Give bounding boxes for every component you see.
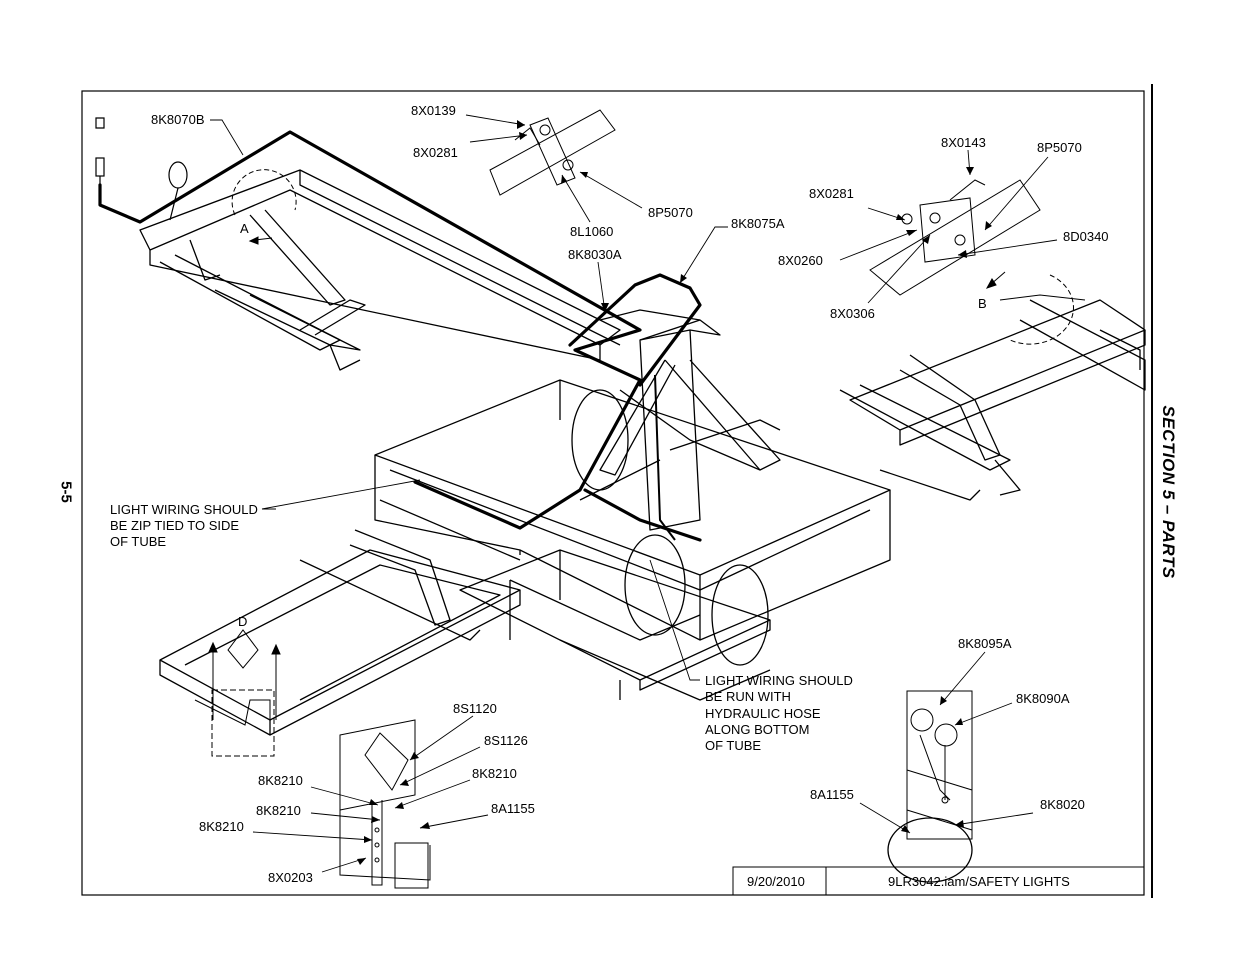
- callout-8p5070-top: 8P5070: [648, 205, 693, 220]
- note-zip-tie-line-2: BE ZIP TIED TO SIDE: [110, 518, 239, 533]
- detail-label-d: D: [238, 614, 247, 629]
- inset-lights: [906, 690, 973, 840]
- title-block: 9/20/2010 9LR3042.iam/SAFETY LIGHTS: [732, 866, 1145, 896]
- callout-8x0139: 8X0139: [411, 103, 456, 118]
- callout-8x0281-right: 8X0281: [809, 186, 854, 201]
- detail-b: B: [978, 271, 1086, 345]
- note-hydraulic-line-2: BE RUN WITH: [705, 689, 791, 704]
- callout-8k8210-d: 8K8210: [199, 819, 244, 834]
- note-zip-tie-line-1: LIGHT WIRING SHOULD: [110, 502, 258, 517]
- leader-arrowheads: [357, 120, 992, 865]
- detail-a: A: [231, 169, 297, 245]
- callout-8k8210-c: 8K8210: [256, 803, 301, 818]
- callout-8x0281-top: 8X0281: [413, 145, 458, 160]
- inset-smv-emblem: [339, 719, 431, 889]
- inset-upper-bracket: [489, 109, 616, 196]
- callout-8x0203: 8X0203: [268, 870, 313, 885]
- inset-right-bracket: [869, 179, 1041, 296]
- callout-8k8020: 8K8020: [1040, 797, 1085, 812]
- callout-8k8070b: 8K8070B: [151, 112, 205, 127]
- callout-8k8090a: 8K8090A: [1016, 691, 1070, 706]
- page-number: 5-5: [57, 481, 75, 503]
- leader-lines: [210, 114, 1058, 873]
- callout-8k8030a: 8K8030A: [568, 247, 622, 262]
- drawing-border: [81, 90, 1145, 896]
- note-hydraulic-line-4: ALONG BOTTOM: [705, 722, 810, 737]
- title-block-date: 9/20/2010: [747, 874, 805, 889]
- light-connector: [95, 117, 188, 221]
- detail-d: D: [194, 614, 281, 757]
- callout-8x0143: 8X0143: [941, 135, 986, 150]
- section-title: SECTION 5 – PARTS: [1159, 405, 1178, 579]
- part-callouts: 8K8070B 8X0139 8X0281 8L1060 8P5070 8K80…: [151, 103, 1109, 885]
- callout-8x0260: 8X0260: [778, 253, 823, 268]
- callout-8k8210-a: 8K8210: [472, 766, 517, 781]
- callout-8p5070-right: 8P5070: [1037, 140, 1082, 155]
- callout-8k8210-b: 8K8210: [258, 773, 303, 788]
- wiring-harness: [98, 130, 702, 542]
- callout-8a1155-left: 8A1155: [491, 801, 535, 816]
- detail-label-b: B: [978, 296, 987, 311]
- note-zip-tie: LIGHT WIRING SHOULD BE ZIP TIED TO SIDE …: [110, 502, 258, 549]
- title-block-drawing: 9LR3042.iam/SAFETY LIGHTS: [888, 874, 1070, 889]
- note-hydraulic: LIGHT WIRING SHOULD BE RUN WITH HYDRAULI…: [705, 673, 853, 753]
- callout-8a1155-right: 8A1155: [810, 787, 854, 802]
- hydraulic-hose: [654, 374, 676, 541]
- callout-8x0306: 8X0306: [830, 306, 875, 321]
- note-hydraulic-line-1: LIGHT WIRING SHOULD: [705, 673, 853, 688]
- note-hydraulic-line-3: HYDRAULIC HOSE: [705, 706, 821, 721]
- callout-8d0340: 8D0340: [1063, 229, 1109, 244]
- callout-8l1060: 8L1060: [570, 224, 613, 239]
- callout-8s1120: 8S1120: [453, 701, 497, 716]
- implement-frame: [139, 169, 1146, 883]
- detail-label-a: A: [240, 221, 249, 236]
- callout-8k8095a: 8K8095A: [958, 636, 1012, 651]
- note-zip-tie-line-3: OF TUBE: [110, 534, 166, 549]
- callout-8s1126: 8S1126: [484, 733, 528, 748]
- callout-8k8075a: 8K8075A: [731, 216, 785, 231]
- note-hydraulic-line-5: OF TUBE: [705, 738, 761, 753]
